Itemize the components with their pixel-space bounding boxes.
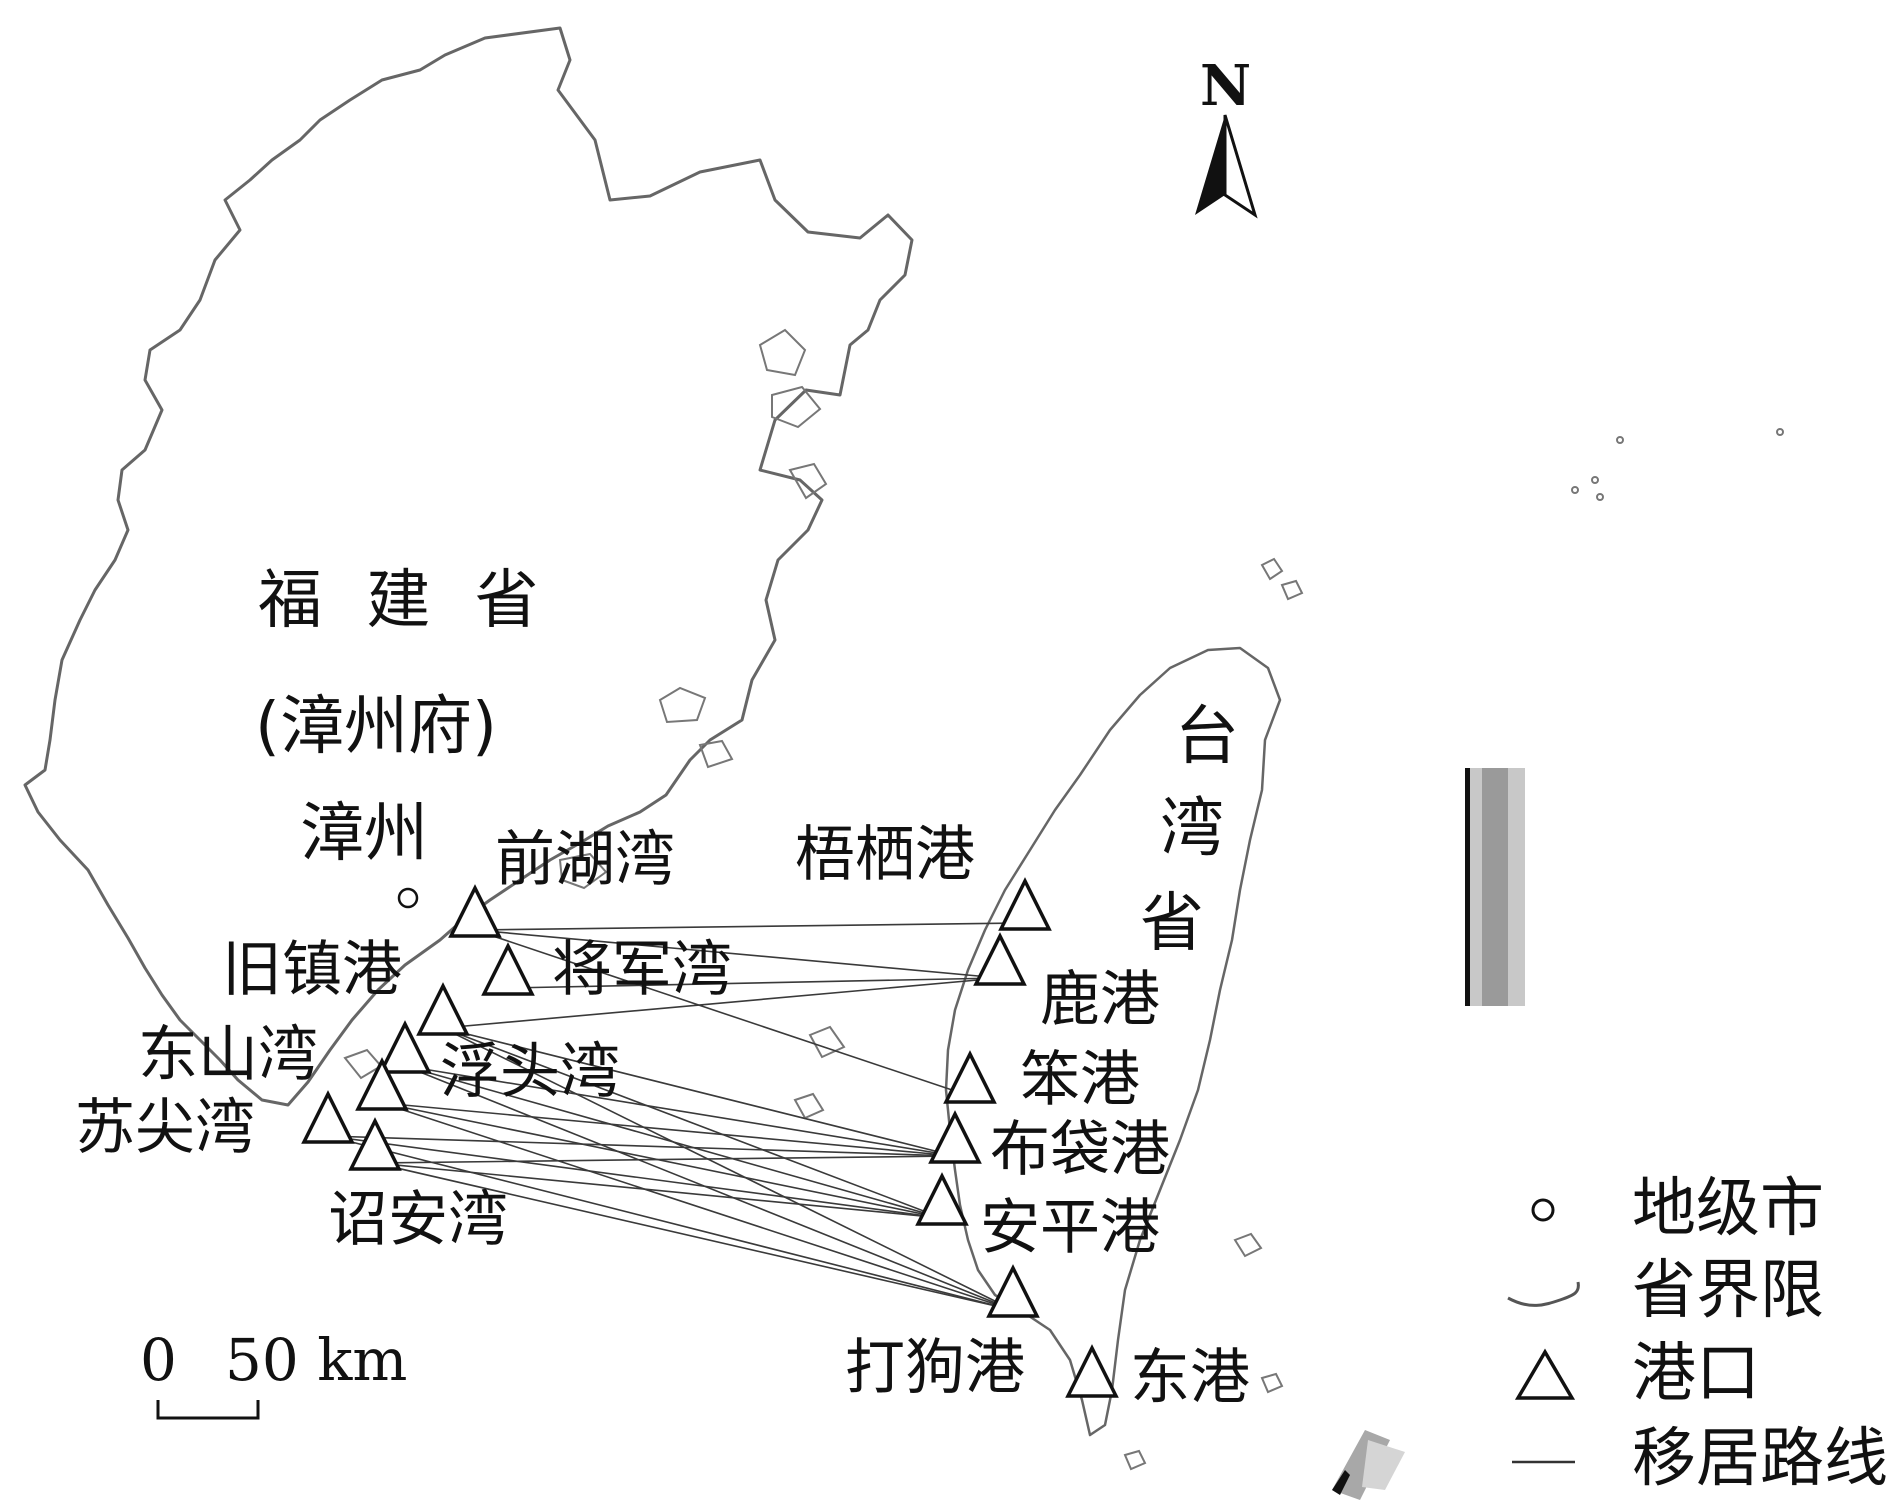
port-marker-anping [915, 1172, 969, 1226]
port-marker-dongshan [378, 1020, 432, 1074]
legend: 地级市 省界限 港口 移居路线 [1507, 1172, 1888, 1496]
coastal-island [658, 686, 707, 724]
migration-route-sujian-anping [327, 1135, 943, 1219]
coastal-island [758, 328, 807, 377]
port-label-futou: 浮头湾 [440, 1037, 620, 1107]
port-marker-wuqi [998, 877, 1052, 931]
region-label-taiwan-1: 台 [1175, 700, 1239, 774]
port-marker-bengang [943, 1050, 997, 1104]
coastal-island [1616, 436, 1624, 444]
migration-route-qianhu-wuqi [474, 922, 1026, 931]
city-label-zhangzhou: 漳州 [300, 797, 428, 871]
circle-icon [1531, 1198, 1555, 1222]
ports-layer [301, 877, 1119, 1398]
inset-frame [1332, 768, 1525, 1500]
migration-route-qianhu-bengang [474, 929, 971, 1097]
migration-route-jiangjun-lugang [507, 977, 1001, 989]
port-label-dagou: 打狗港 [845, 1333, 1025, 1403]
taiwan-boundary [944, 646, 1282, 1437]
fujian-boundary [23, 26, 914, 1107]
zhangzhou-city-marker [397, 887, 419, 909]
region-label-taiwan-2: 湾 [1160, 792, 1224, 866]
scale-bar-value: 50 km [225, 1326, 407, 1394]
port-marker-qianhu [448, 884, 502, 938]
migration-route-qianhu-lugang [474, 929, 1001, 979]
north-arrow: N [1195, 53, 1258, 219]
coastal-island [793, 1092, 825, 1120]
port-label-budai: 布袋港 [990, 1115, 1170, 1185]
coastal-island [1591, 476, 1599, 484]
coastal-island [1233, 1232, 1263, 1258]
coastal-island [1571, 486, 1579, 494]
port-label-sujian: 苏尖湾 [75, 1093, 255, 1163]
port-marker-lugang [973, 932, 1027, 986]
legend-label-city: 地级市 [1632, 1172, 1824, 1246]
triangle-icon [1514, 1348, 1576, 1400]
coastal-island [788, 462, 828, 500]
migration-route-zhaoan-dagou [374, 1162, 1014, 1311]
migration-route-futou-budai [381, 1102, 956, 1157]
port-marker-zhaoan [348, 1117, 402, 1171]
coastal-island [1260, 557, 1284, 581]
coastal-island [698, 739, 734, 769]
migration-route-sujian-dagou [327, 1135, 1014, 1311]
migration-route-zhaoan-budai [374, 1155, 956, 1164]
port-label-anping: 安平港 [980, 1193, 1160, 1263]
scale-bar: 0 50 km [140, 1326, 407, 1420]
port-label-wuqi: 梧栖港 [795, 820, 975, 890]
coastal-island [1596, 493, 1604, 501]
migration-route-futou-anping [381, 1102, 943, 1219]
port-label-lugang: 鹿港 [1040, 965, 1160, 1035]
port-marker-donggang [1065, 1344, 1119, 1398]
migration-route-dongshan-anping [404, 1065, 943, 1219]
migration-route-zhaoan-anping [374, 1162, 943, 1219]
north-arrow-label: N [1200, 53, 1251, 119]
port-marker-budai [928, 1110, 982, 1164]
north-arrow-right-half [1223, 114, 1258, 219]
coastal-island [1260, 1372, 1284, 1394]
scale-bar-zero: 0 [140, 1326, 177, 1394]
port-marker-jiangjun [481, 942, 535, 996]
legend-label-route: 移居路线 [1632, 1422, 1888, 1496]
port-marker-dagou [986, 1264, 1040, 1318]
boundary-line-icon [1507, 1281, 1580, 1307]
port-marker-jiuzhen [416, 982, 470, 1036]
port-label-jiuzhen: 旧镇港 [222, 935, 402, 1005]
region-label-taiwan-3: 省 [1140, 887, 1204, 961]
legend-label-boundary: 省界限 [1632, 1254, 1824, 1328]
port-marker-sujian [301, 1090, 355, 1144]
scale-bar-line [156, 1400, 260, 1420]
migration-route-futou-dagou [381, 1102, 1014, 1311]
coastal-island [808, 1025, 846, 1059]
north-arrow-left-half [1195, 115, 1225, 215]
migration-route-jiuzhen-anping [442, 1027, 943, 1219]
port-label-jiangjun: 将军湾 [552, 935, 732, 1005]
migration-route-jiuzhen-lugang [442, 977, 1001, 1029]
port-label-bengang: 笨港 [1020, 1045, 1140, 1115]
port-label-dongshan: 东山湾 [138, 1020, 318, 1090]
coastal-island [1123, 1449, 1147, 1471]
port-label-qianhu: 前湖湾 [495, 825, 675, 895]
port-marker-futou [355, 1057, 409, 1111]
migration-routes [327, 922, 1026, 1311]
migration-route-sujian-budai [327, 1135, 956, 1157]
region-label-fujian: 福 建 省 [258, 564, 551, 638]
coastal-island [1280, 579, 1304, 601]
coastal-island [771, 385, 822, 429]
coastal-island [558, 852, 608, 890]
migration-route-jiuzhen-dagou [442, 1027, 1014, 1311]
migration-route-dongshan-dagou [404, 1065, 1014, 1311]
coastal-island [1776, 428, 1784, 436]
legend-label-port: 港口 [1632, 1337, 1760, 1411]
migration-route-dongshan-budai [404, 1065, 956, 1157]
migration-route-jiuzhen-budai [442, 1027, 956, 1157]
port-label-zhaoan: 诏安湾 [328, 1185, 508, 1255]
region-label-zhangzhou-fu: (漳州府) [255, 690, 497, 764]
port-label-donggang: 东港 [1130, 1343, 1250, 1413]
